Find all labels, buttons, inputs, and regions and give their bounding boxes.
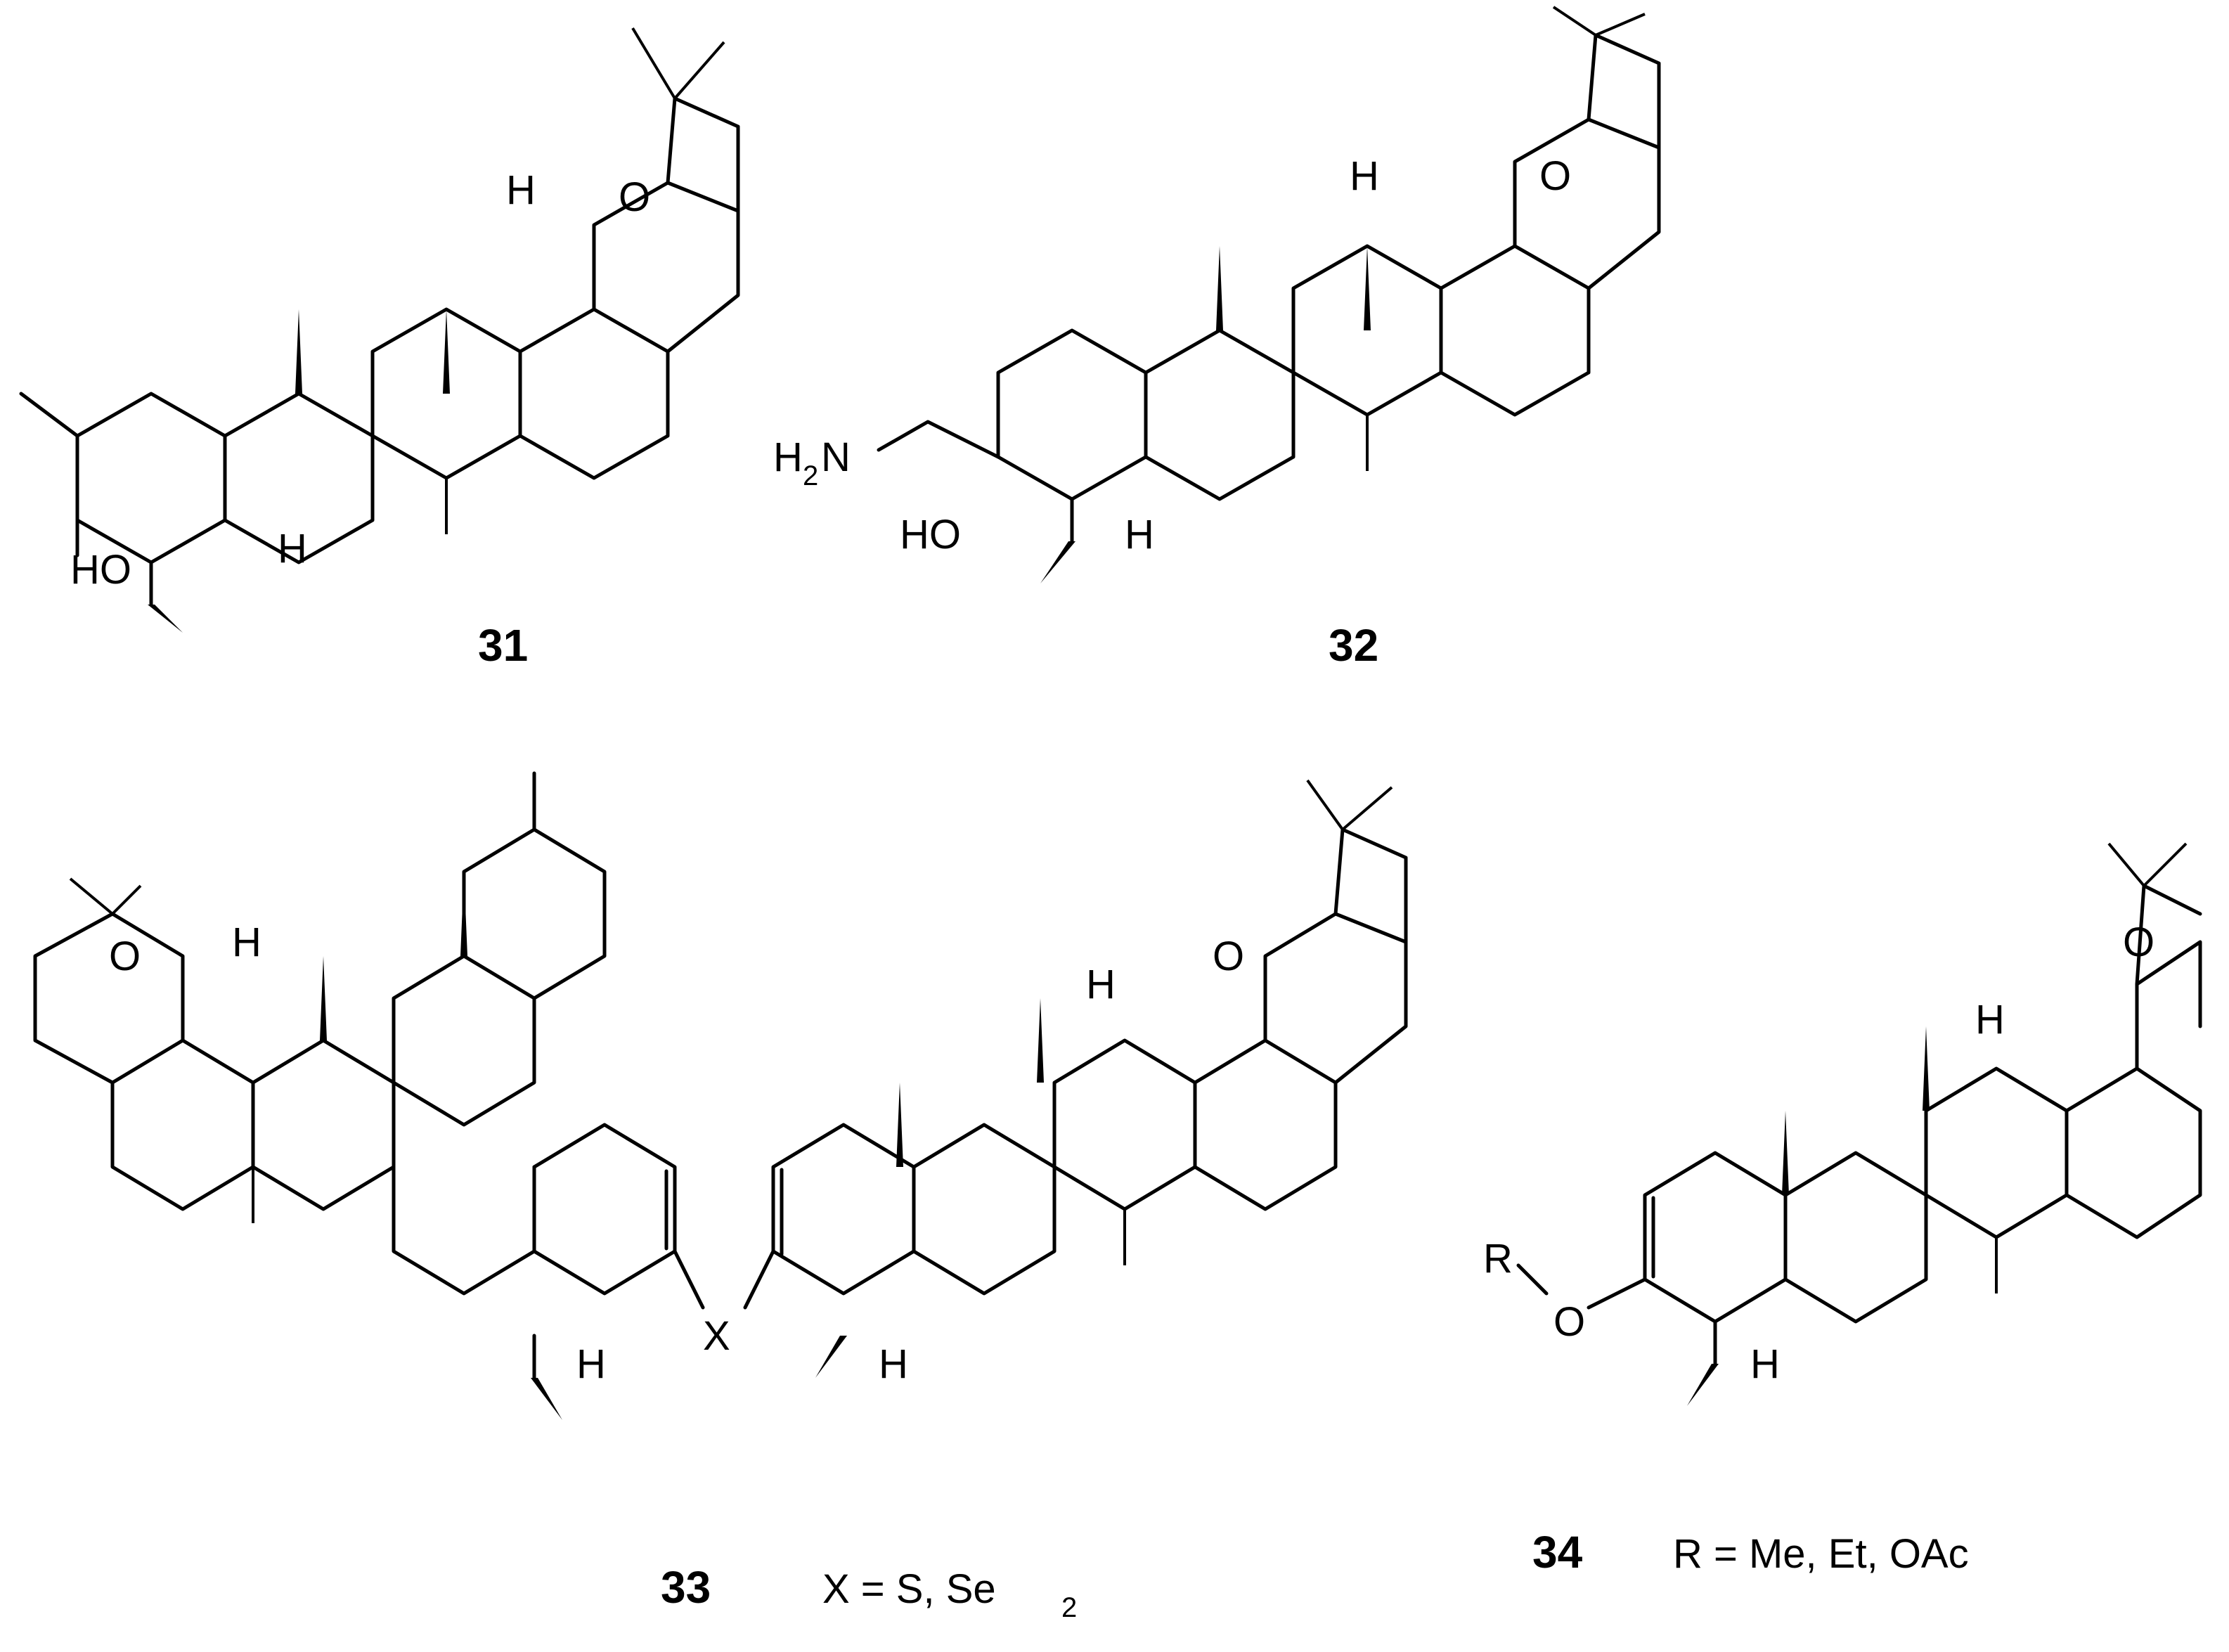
compound-32-h-top-label: H: [1350, 153, 1379, 199]
compound-32-amine-n: N: [821, 434, 851, 480]
compound-33-h-right-label: H: [879, 1341, 908, 1387]
compound-32: H 2 N HO H H O 32: [773, 6, 1661, 671]
compound-33-h-left-label: H: [576, 1341, 606, 1387]
compound-33-caption: X = S, Se: [822, 1566, 996, 1612]
compound-34-r-label: R: [1483, 1236, 1513, 1282]
compound-31-number: 31: [478, 620, 528, 671]
compound-34-number: 34: [1532, 1527, 1583, 1577]
compound-34-h-label: H: [1750, 1341, 1780, 1387]
compound-33-h-top-left-label: H: [232, 919, 261, 965]
compound-32-amine-sub: 2: [803, 460, 818, 491]
compound-33-caption-sub: 2: [1061, 1592, 1077, 1623]
compound-32-oh-label: HO: [900, 512, 961, 557]
compound-32-o-bridge-label: O: [1539, 153, 1571, 199]
compound-31-oh-label: HO: [70, 547, 131, 593]
compound-31-h-label: H: [278, 526, 307, 572]
compound-31-o-bridge-label: O: [619, 174, 650, 220]
compound-32-h-label: H: [1125, 512, 1154, 557]
compound-33-o-right-label: O: [1213, 934, 1244, 979]
compound-34-o-bridge-label: O: [2123, 919, 2154, 965]
compound-33-o-left-label: O: [109, 934, 141, 979]
compound-34-o-ether-label: O: [1553, 1299, 1585, 1345]
compound-34-caption: R = Me, Et, OAc: [1673, 1531, 1969, 1577]
compound-31: HO H H O 31: [19, 27, 740, 671]
compound-31-h-top-label: H: [506, 167, 536, 213]
compound-34: R O H H O 34 R = Me, Et, OAc: [1483, 842, 2202, 1577]
compound-34-h-top-label: H: [1975, 997, 2005, 1043]
compound-33-number: 33: [661, 1562, 711, 1613]
compound-33-h-top-right-label: H: [1086, 962, 1116, 1007]
compound-32-number: 32: [1329, 620, 1378, 671]
compound-33: X H H H H O O 33 X = S, Se 2: [33, 771, 1408, 1623]
compound-33-x-label: X: [703, 1313, 730, 1359]
compound-32-amine-h: H: [773, 434, 803, 480]
